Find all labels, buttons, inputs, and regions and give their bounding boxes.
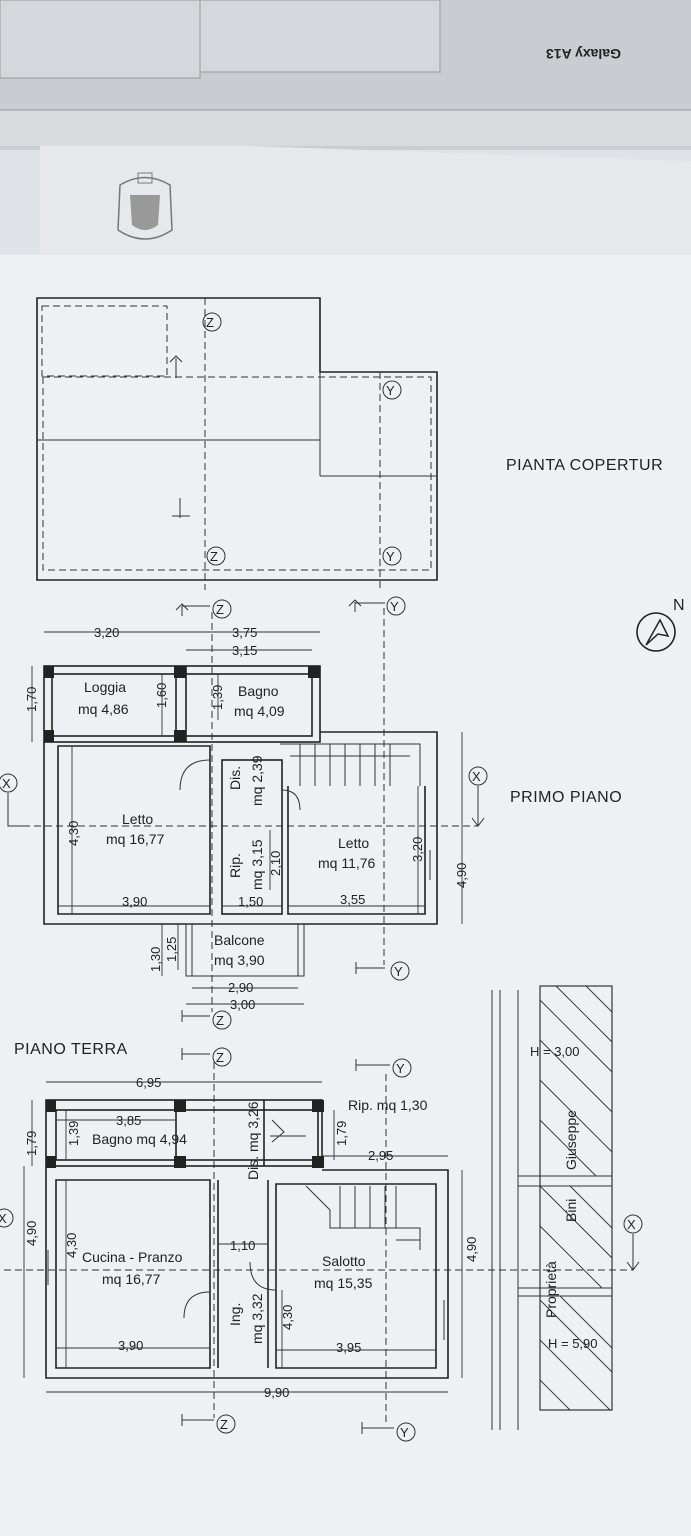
svg-text:3,95: 3,95 <box>336 1340 361 1355</box>
bagno-area: mq 4,09 <box>234 703 285 719</box>
north-arrow-icon: N <box>636 597 685 652</box>
roof-plan <box>36 297 438 590</box>
svg-text:2,95: 2,95 <box>368 1148 393 1163</box>
neighbor-property: Proprietà <box>543 1261 559 1318</box>
svg-text:1,25: 1,25 <box>164 937 179 962</box>
svg-text:X: X <box>2 776 11 791</box>
first-floor-section-marks: Z Y X X Y Z <box>0 596 488 1030</box>
first-floor-walls <box>43 665 438 977</box>
loggia-area: mq 4,86 <box>78 701 129 717</box>
svg-text:3,20: 3,20 <box>94 625 119 640</box>
svg-text:Y: Y <box>386 549 395 564</box>
svg-text:3,15: 3,15 <box>232 643 257 658</box>
rip-label: Rip. <box>227 853 243 878</box>
neighbor-height-bottom: H = 5,90 <box>548 1336 598 1351</box>
neighbor-name-giuseppe: Giuseppe <box>563 1110 579 1170</box>
svg-text:Z: Z <box>220 1417 228 1432</box>
svg-text:3,55: 3,55 <box>340 892 365 907</box>
ground-floor-title: PIANO TERRA <box>14 1041 128 1058</box>
salotto-area: mq 15,35 <box>314 1275 373 1291</box>
neighbor-height-top: H = 3,00 <box>530 1044 580 1059</box>
svg-text:3,00: 3,00 <box>230 997 255 1012</box>
bagno-label: Bagno <box>238 683 279 699</box>
north-label: N <box>673 597 685 614</box>
ripostiglio-ground-label: Rip. mq 1,30 <box>348 1097 428 1113</box>
svg-text:1,70: 1,70 <box>24 687 39 712</box>
letto-area: mq 16,77 <box>106 831 165 847</box>
svg-text:Y: Y <box>386 383 395 398</box>
first-floor-labels: Loggia mq 4,86 Bagno mq 4,09 Letto mq 16… <box>78 679 376 968</box>
letto2-label: Letto <box>338 835 369 851</box>
svg-text:4,90: 4,90 <box>464 1237 479 1262</box>
floor-plan-sheet <box>0 255 691 1536</box>
svg-text:6,95: 6,95 <box>136 1075 161 1090</box>
svg-text:9,90: 9,90 <box>264 1385 289 1400</box>
neighbor-building: H = 3,00 Giuseppe Bini Proprietà H = 5,9… <box>491 985 613 1430</box>
svg-text:X: X <box>472 769 481 784</box>
svg-text:3,90: 3,90 <box>122 894 147 909</box>
svg-text:3,20: 3,20 <box>410 837 425 862</box>
bagno-ground-label: Bagno mq 4,94 <box>92 1131 187 1147</box>
svg-text:1,50: 1,50 <box>238 894 263 909</box>
svg-text:4,90: 4,90 <box>454 863 469 888</box>
svg-text:Y: Y <box>400 1425 409 1440</box>
svg-text:1,79: 1,79 <box>334 1121 349 1146</box>
roof-section-marks: Z Y Z Y <box>202 312 402 566</box>
svg-text:4,30: 4,30 <box>64 1233 79 1258</box>
svg-text:X: X <box>0 1211 7 1226</box>
cucina-label: Cucina - Pranzo <box>82 1249 183 1265</box>
svg-text:3,75: 3,75 <box>232 625 257 640</box>
svg-text:4,30: 4,30 <box>280 1305 295 1330</box>
salotto-label: Salotto <box>322 1253 366 1269</box>
cucina-area: mq 16,77 <box>102 1271 161 1287</box>
first-floor-title: PRIMO PIANO <box>510 789 622 806</box>
svg-text:1,30: 1,30 <box>148 947 163 972</box>
svg-text:Y: Y <box>390 599 399 614</box>
svg-text:Z: Z <box>210 549 218 564</box>
svg-text:4,90: 4,90 <box>24 1221 39 1246</box>
svg-text:2,90: 2,90 <box>228 980 253 995</box>
ingresso-label: Ing. <box>227 1303 243 1326</box>
balcone-label: Balcone <box>214 932 265 948</box>
section-z-label: Z <box>206 315 214 330</box>
svg-text:1,10: 1,10 <box>230 1238 255 1253</box>
rip-area: mq 3,15 <box>249 839 265 890</box>
first-floor-dimensions: 3,20 3,75 3,15 1,70 1,60 1,39 4,30 3,20 … <box>24 625 469 1012</box>
loggia-label: Loggia <box>84 679 126 695</box>
svg-text:Y: Y <box>396 1061 405 1076</box>
svg-text:1,60: 1,60 <box>154 683 169 708</box>
letto-label: Letto <box>122 811 153 827</box>
roof-plan-title: PIANTA COPERTUR <box>506 457 663 474</box>
ground-floor-dimensions: 6,95 3,85 1,79 1,39 1,79 2,95 4,90 4,30 … <box>23 1075 479 1400</box>
laptop-edge <box>0 0 691 146</box>
svg-text:3,85: 3,85 <box>116 1113 141 1128</box>
svg-text:1,39: 1,39 <box>210 685 225 710</box>
disimpegno-ground-label: Dis. mq 3,26 <box>245 1101 261 1180</box>
ingresso-area: mq 3,32 <box>249 1293 265 1344</box>
neighbor-name-bini: Bini <box>563 1199 579 1222</box>
svg-text:Y: Y <box>394 964 403 979</box>
ground-floor-labels: Bagno mq 4,94 Rip. mq 1,30 Dis. mq 3,26 … <box>82 1097 428 1344</box>
municipal-seal-icon <box>117 172 173 240</box>
letto2-area: mq 11,76 <box>318 855 376 871</box>
svg-text:2,10: 2,10 <box>268 851 283 876</box>
ground-floor-walls <box>45 1099 449 1379</box>
balcone-area: mq 3,90 <box>214 952 265 968</box>
dis-label: Dis. <box>227 766 243 790</box>
svg-text:X: X <box>627 1217 636 1232</box>
dis-area: mq 2,39 <box>249 755 265 806</box>
svg-text:1,79: 1,79 <box>24 1131 39 1156</box>
svg-text:Z: Z <box>216 602 224 617</box>
ground-floor-section-marks: Z Y X X Z Y <box>0 1047 643 1442</box>
svg-text:Z: Z <box>216 1050 224 1065</box>
svg-text:4,30: 4,30 <box>66 821 81 846</box>
svg-text:Z: Z <box>216 1013 224 1028</box>
svg-text:3,90: 3,90 <box>118 1338 143 1353</box>
svg-text:1,39: 1,39 <box>66 1121 81 1146</box>
